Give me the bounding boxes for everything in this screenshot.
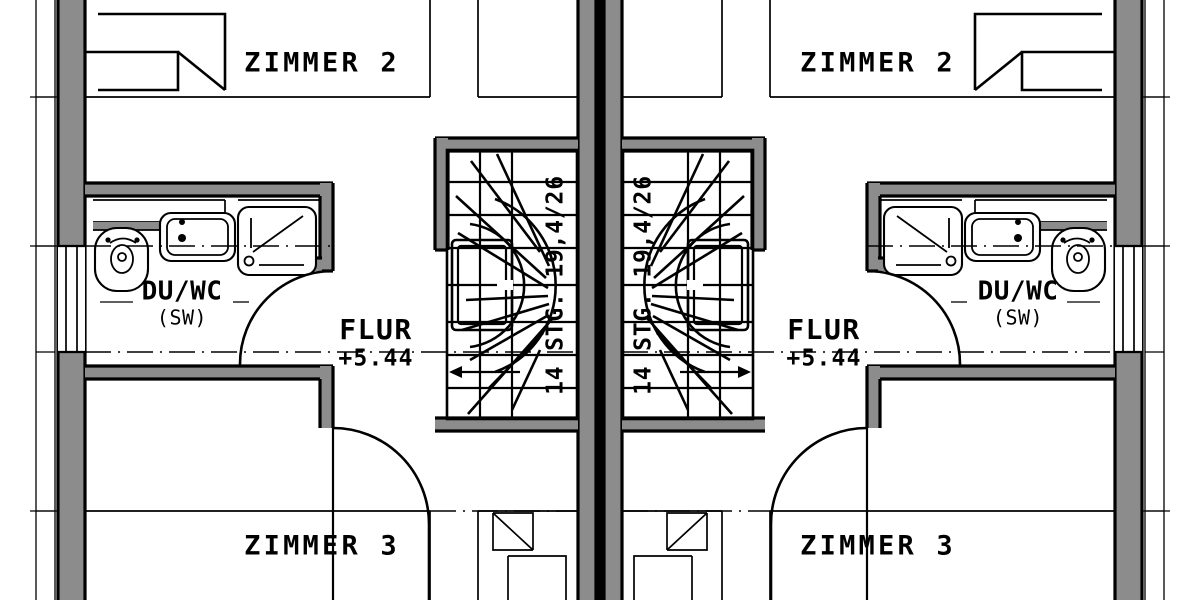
room-zimmer2-right: ZIMMER 2 [622, 0, 1115, 98]
exterior-wall-right [1113, 0, 1144, 600]
door-symbol-zimmer2-right [973, 12, 1115, 92]
stair-label-right: 14 STG. 19,4/26 [631, 175, 657, 395]
fixture-wash-basin-right [963, 211, 1042, 263]
exterior-wall-left [56, 0, 87, 600]
staircase-right: 14 STG. 19,4/26 [621, 136, 767, 433]
room-label-flur-right: FLUR [787, 313, 860, 346]
room-zimmer2-left: ZIMMER 2 [85, 0, 578, 98]
room-label-zimmer2-right: ZIMMER 2 [800, 48, 956, 79]
door-symbol-bottom-left [492, 512, 567, 600]
door-symbol-zimmer2-left [85, 12, 227, 92]
room-zimmer3-left: ZIMMER 3 [85, 426, 578, 600]
room-label-bathroom-left: DU/WC [142, 277, 223, 307]
fixture-shower-left [236, 205, 318, 277]
staircase-left: 14 STG. 19,4/26 [433, 136, 579, 433]
elevation-label-flur-right: +5.44 [786, 346, 861, 372]
fixture-wc-toilet-left [93, 226, 150, 293]
room-bathroom-left: DU/WC (SW) [85, 181, 335, 428]
room-label-flur-left: FLUR [339, 313, 412, 346]
fixture-shower-right [882, 205, 964, 277]
room-bathroom-right: DU/WC (SW) [865, 181, 1115, 428]
room-flur-right: FLUR +5.44 [622, 313, 1115, 372]
stairwell-core-right [686, 238, 750, 332]
fixture-wc-toilet-right [1050, 226, 1107, 293]
room-sublabel-bathroom-right: (SW) [993, 306, 1043, 330]
party-wall-center [576, 0, 624, 600]
door-symbol-bottom-right [633, 512, 708, 600]
room-zimmer3-right: ZIMMER 3 [622, 426, 1115, 600]
room-label-bathroom-right: DU/WC [978, 277, 1059, 307]
window-right [1115, 244, 1142, 354]
door-bathroom-left [238, 269, 334, 366]
door-zimmer3-right [769, 426, 868, 600]
fixture-wash-basin-left [158, 211, 237, 263]
stair-label-left: 14 STG. 19,4/26 [543, 175, 569, 395]
elevation-label-flur-left: +5.44 [338, 346, 413, 372]
door-bathroom-right [866, 269, 962, 366]
stair-direction-arrow-right [680, 366, 751, 378]
unit-left: ZIMMER 2 [85, 0, 579, 600]
room-centerline-ticks [85, 245, 1115, 512]
stairwell-core-left [450, 238, 514, 332]
room-flur-left: FLUR +5.44 [85, 313, 578, 372]
room-label-zimmer3-left: ZIMMER 3 [244, 531, 400, 562]
stair-direction-arrow-left [449, 366, 520, 378]
room-sublabel-bathroom-left: (SW) [157, 306, 207, 330]
room-label-zimmer2-left: ZIMMER 2 [244, 48, 400, 79]
unit-right: ZIMMER 2 [621, 0, 1115, 600]
door-zimmer3-left [332, 426, 431, 600]
room-label-zimmer3-right: ZIMMER 3 [800, 531, 956, 562]
dimension-lines-left [30, 0, 62, 600]
window-left [58, 244, 85, 354]
